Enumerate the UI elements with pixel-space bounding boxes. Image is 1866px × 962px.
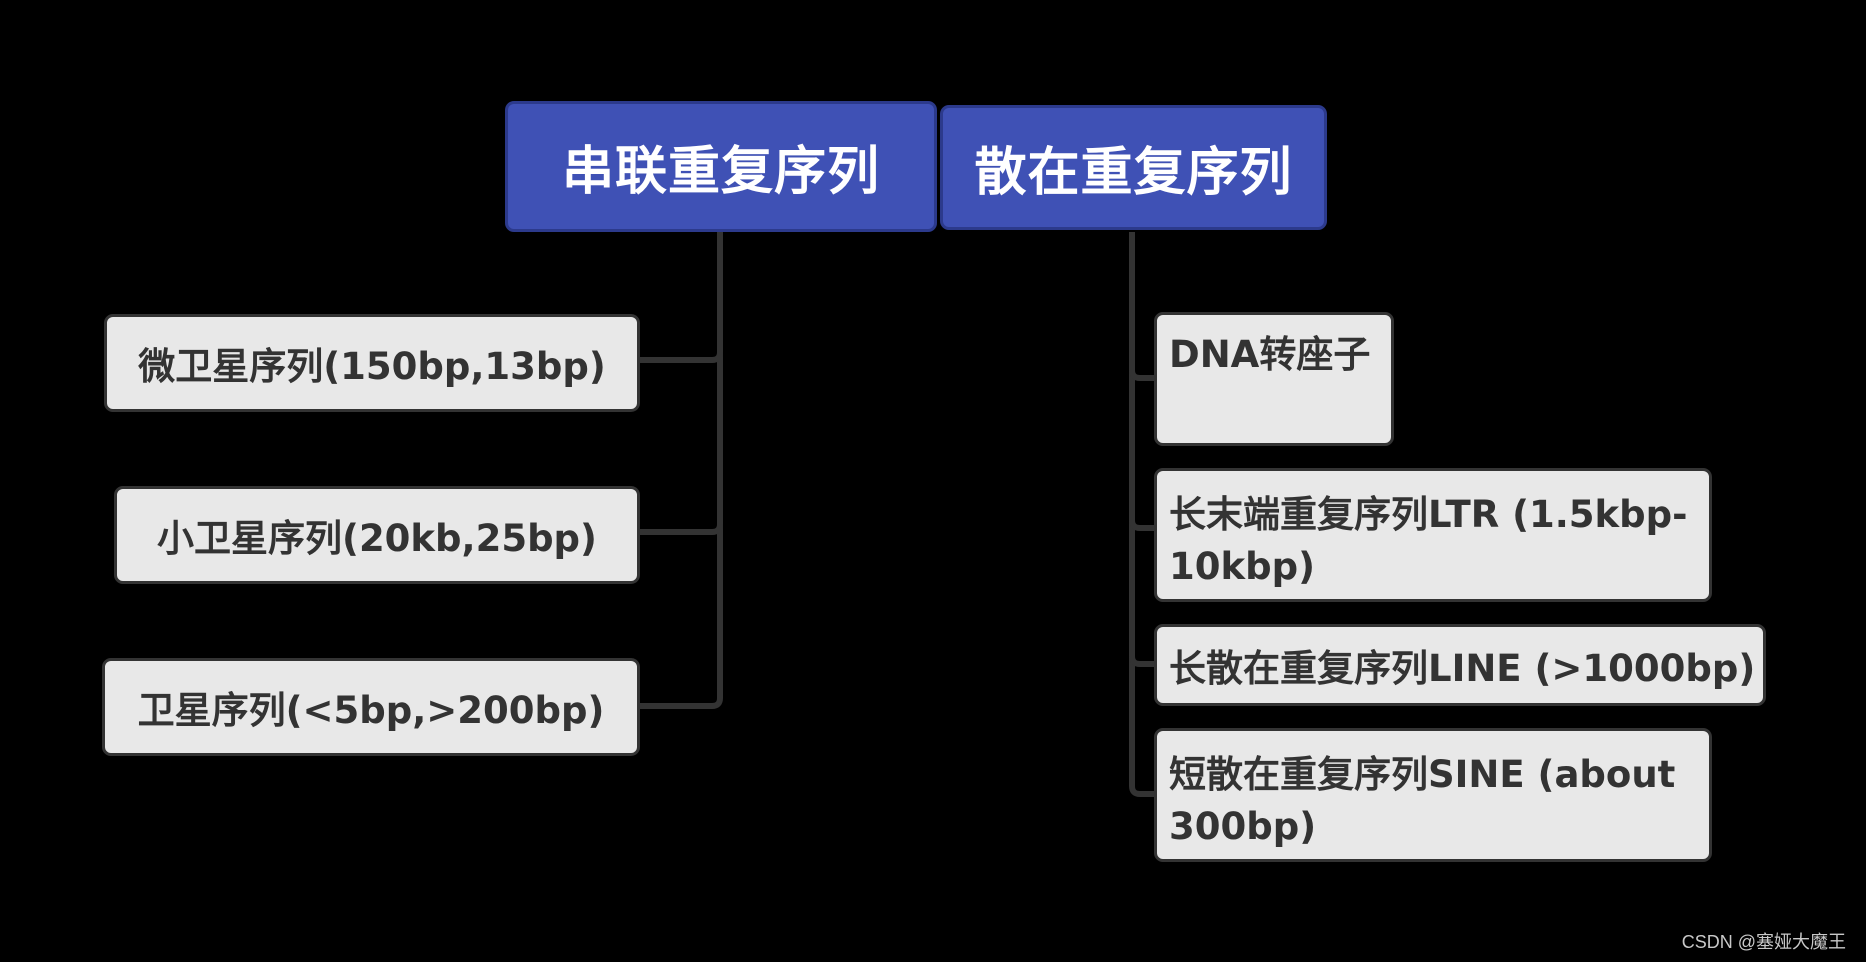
interspersed-branch-line-2 (1129, 519, 1154, 531)
interspersed-branch-line-3 (1129, 655, 1154, 667)
interspersed-repeat-root[interactable]: 散在重复序列 (940, 105, 1327, 230)
tandem-trunk-line (640, 232, 723, 709)
tandem-branch-line-1 (640, 351, 723, 363)
interspersed-branch-line-1 (1129, 369, 1154, 381)
microsatellite-node[interactable]: 微卫星序列(150bp,13bp) (104, 314, 640, 412)
tandem-branch-line-2 (640, 523, 723, 535)
minisatellite-node[interactable]: 小卫星序列(20kb,25bp) (114, 486, 640, 584)
ltr-node[interactable]: 长末端重复序列LTR (1.5kbp-10kbp) (1154, 468, 1712, 602)
dna-transposon-node[interactable]: DNA转座子 (1154, 312, 1394, 446)
line-node[interactable]: 长散在重复序列LINE (>1000bp) (1154, 624, 1766, 706)
watermark: CSDN @塞娅大魔王 (1681, 932, 1846, 952)
sine-node[interactable]: 短散在重复序列SINE (about 300bp) (1154, 728, 1712, 862)
tandem-repeat-root[interactable]: 串联重复序列 (505, 101, 937, 232)
satellite-node[interactable]: 卫星序列(<5bp,>200bp) (102, 658, 640, 756)
interspersed-trunk-line (1129, 232, 1154, 797)
